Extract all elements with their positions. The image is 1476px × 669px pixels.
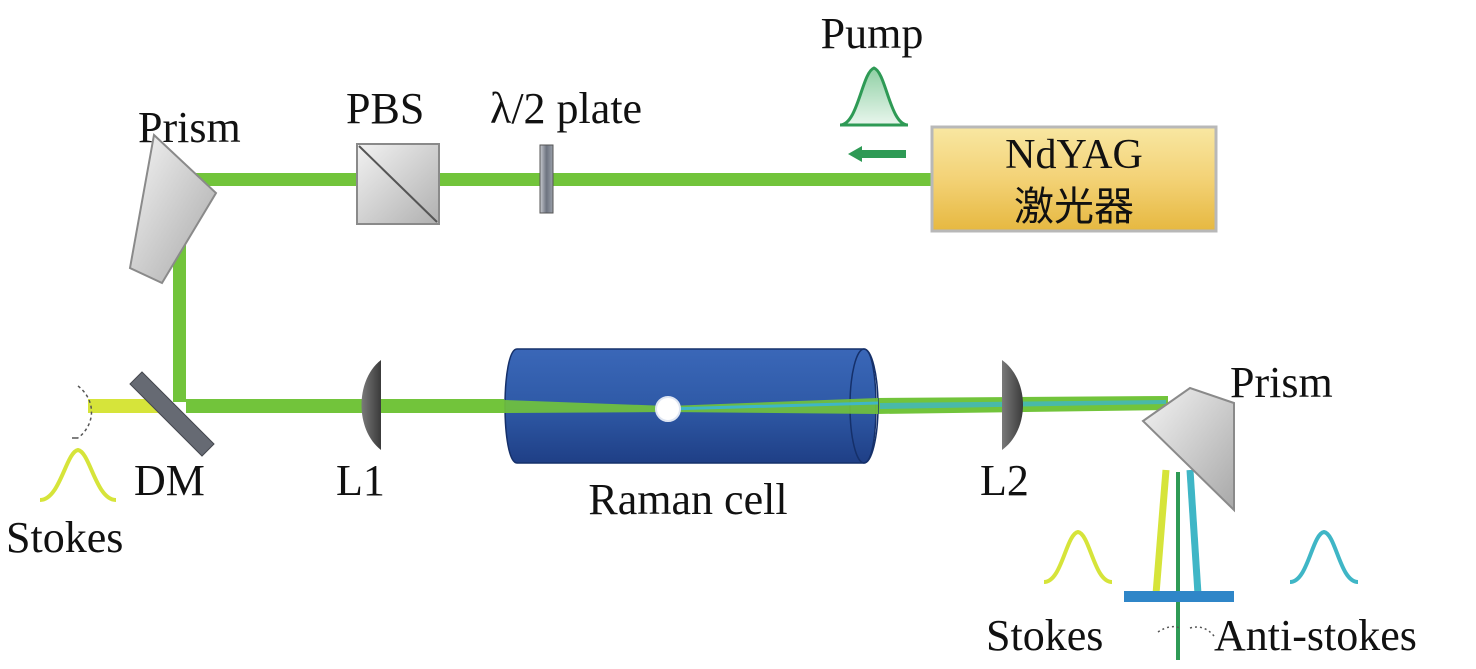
pbs-diagonal <box>358 145 438 223</box>
half-wave-plate-label: λ/2 plate <box>490 84 642 133</box>
prism-right-label: Prism <box>1230 358 1333 407</box>
pump-pulse-icon <box>839 66 909 127</box>
anti-stokes-label: Anti-stokes <box>1214 611 1417 660</box>
focal-point <box>655 396 681 422</box>
pump-label: Pump <box>821 9 924 58</box>
output-beam-cyan <box>880 400 1166 409</box>
dotted-arrow-left <box>1157 625 1181 633</box>
prism-top-label: Prism <box>138 103 241 152</box>
output-arc-left <box>77 385 93 439</box>
lens-l1 <box>361 360 381 450</box>
prism-top <box>128 133 218 285</box>
pbs-label: PBS <box>346 84 424 133</box>
anti-stokes-pulse-icon <box>1289 529 1359 584</box>
dichroic-mirror <box>129 371 215 457</box>
stokes-pulse-left-icon <box>39 447 117 502</box>
l1-label: L1 <box>336 456 385 505</box>
stokes-pulse-right-icon <box>1043 529 1113 584</box>
dm-label: DM <box>134 456 205 505</box>
prism-right <box>1141 386 1235 513</box>
pump-beam-vertical <box>173 240 186 402</box>
pump-beam-top <box>190 173 932 186</box>
laser-label-line1: NdYAG <box>1005 132 1143 178</box>
raman-cell-label: Raman cell <box>588 475 787 524</box>
l2-label: L2 <box>980 456 1029 505</box>
ndyag-laser-box <box>930 125 1218 233</box>
half-wave-plate <box>539 144 554 214</box>
anti-stokes-out-beam <box>1186 469 1202 595</box>
stokes-out-beam <box>1152 469 1170 595</box>
pump-beam-bottom <box>186 399 504 413</box>
dotted-arrow-right <box>1189 626 1215 637</box>
beam-over-cell-left <box>504 400 668 413</box>
laser-label-line2: 激光器 <box>1014 184 1134 230</box>
lens-l2 <box>1002 360 1023 450</box>
anti-stokes-over-cell <box>667 401 879 411</box>
pump-direction-arrow <box>848 146 906 162</box>
stokes-left-label: Stokes <box>6 513 123 562</box>
stokes-right-label: Stokes <box>986 611 1103 660</box>
detector-screen <box>1124 591 1234 602</box>
